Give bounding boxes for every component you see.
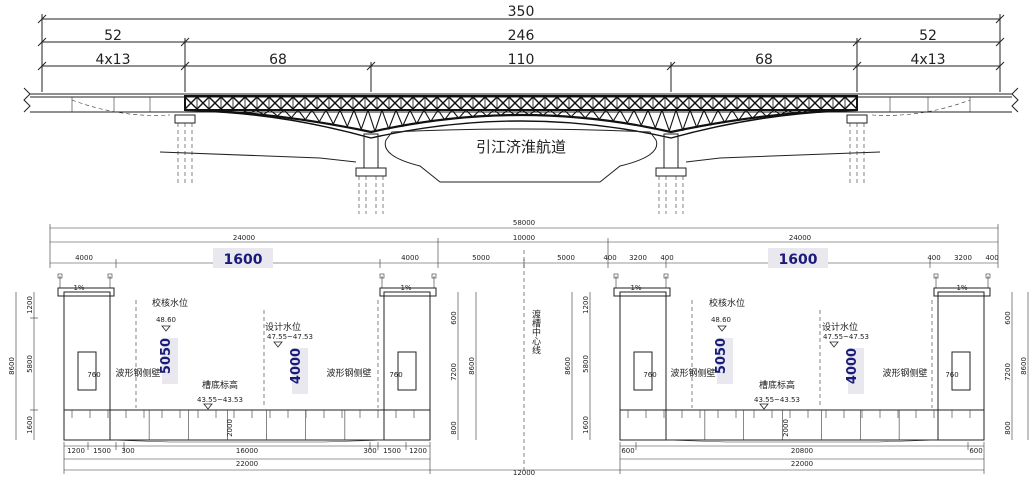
check-level-value: 48.60 <box>156 316 176 324</box>
trough-width-right: 24000 <box>789 234 811 242</box>
lb-seg-300-b: 300 <box>363 447 376 455</box>
bottom-level-value-right: 43.55~43.53 <box>754 396 800 404</box>
edge-offset-left-inner: 4000 <box>401 254 419 262</box>
height-1200-mid-b: 1200 <box>582 296 590 314</box>
height-1600-left: 1600 <box>26 416 34 434</box>
lb-total: 22000 <box>236 460 258 468</box>
design-level-label-right: 设计水位 <box>822 321 858 333</box>
span-68-left: 68 <box>269 52 287 68</box>
bottom-gap: 12000 <box>513 469 535 477</box>
span-main: 246 <box>508 28 535 44</box>
bottom-dimensions: 1200 1500 300 16000 300 1500 1200 22000 … <box>63 442 985 477</box>
overall-width: 58000 <box>513 219 535 227</box>
lb-seg-1200-b: 1200 <box>409 447 427 455</box>
height-7200-right: 7200 <box>1004 363 1012 381</box>
right-top-3200-a: 3200 <box>629 254 647 262</box>
slope-left-b: 1% <box>400 284 411 292</box>
design-level-value: 47.55~47.53 <box>267 333 313 341</box>
steel-truss <box>184 96 858 110</box>
height-total-right: 8600 <box>1020 357 1028 375</box>
height-total-mid-a: 8600 <box>468 357 476 375</box>
height-600-mid: 600 <box>450 311 458 324</box>
check-level-label-right: 校核水位 <box>709 297 745 309</box>
span-68-right: 68 <box>755 52 773 68</box>
center-gap: 10000 <box>513 234 535 242</box>
height-dimensions: 8600 1200 5800 1600 8600 600 7200 800 86… <box>8 292 1029 440</box>
edge-offset-left: 4000 <box>75 254 93 262</box>
check-level-label: 校核水位 <box>152 297 188 309</box>
slope-right-b: 1% <box>956 284 967 292</box>
bridge-elevation: 引江济淮航道 <box>23 87 1019 214</box>
height-5800-left: 5800 <box>26 355 34 373</box>
bottom-level-label: 槽底标高 <box>202 379 238 391</box>
dim-2000-right: 2000 <box>782 419 790 437</box>
corrugated-wall-right-a: 波形钢侧壁 <box>670 367 715 379</box>
lb-seg-1500-a: 1500 <box>93 447 111 455</box>
lb-seg-300-a: 300 <box>121 447 134 455</box>
inner-760-a: 760 <box>87 371 100 379</box>
right-top-3200-b: 3200 <box>954 254 972 262</box>
right-section-labels: 校核水位 48.60 设计水位 47.55~47.53 槽底标高 43.55~4… <box>630 284 967 437</box>
corrugated-wall-right-b: 波形钢侧壁 <box>882 367 927 379</box>
corrugated-wall-left-b: 波形钢侧壁 <box>326 367 371 379</box>
right-top-400-a: 400 <box>603 254 616 262</box>
rb-seg-600-a: 600 <box>621 447 634 455</box>
inner-760-c: 760 <box>643 371 656 379</box>
corrugated-wall-left-a: 波形钢侧壁 <box>115 367 160 379</box>
box-height-left: 1600 <box>224 252 263 268</box>
height-1600-mid-b: 1600 <box>582 416 590 434</box>
span-right-approach: 52 <box>919 28 937 44</box>
box-height-right: 1600 <box>779 252 818 268</box>
waterway-label: 引江济淮航道 <box>476 138 566 156</box>
right-top-400-d: 400 <box>985 254 998 262</box>
cross-section-right <box>613 273 991 443</box>
depth-4000-left: 4000 <box>289 348 304 384</box>
height-total-mid-b: 8600 <box>564 357 572 375</box>
bottom-level-value: 43.55~43.53 <box>197 396 243 404</box>
height-800-right: 800 <box>1004 421 1012 434</box>
span-110: 110 <box>508 52 535 68</box>
lb-seg-1500-b: 1500 <box>383 447 401 455</box>
elevation-dimensions: 350 52 246 52 4x13 68 110 68 4x13 <box>37 4 1005 92</box>
lb-seg-1200-a: 1200 <box>67 447 85 455</box>
center-offset-right: 5000 <box>557 254 575 262</box>
span-left-approach: 52 <box>104 28 122 44</box>
dim-2000-left: 2000 <box>226 419 234 437</box>
height-800-mid: 800 <box>450 421 458 434</box>
height-total-left: 8600 <box>8 357 16 375</box>
height-1200-left: 1200 <box>26 296 34 314</box>
center-line-label: 渡槽中心线 <box>530 308 541 354</box>
slope-left-a: 1% <box>73 284 84 292</box>
total-length: 350 <box>508 4 535 20</box>
span-left-4x13: 4x13 <box>95 52 130 68</box>
design-level-label: 设计水位 <box>265 321 301 333</box>
height-7200-mid: 7200 <box>450 363 458 381</box>
left-section-labels: 校核水位 48.60 设计水位 47.55~47.53 槽底标高 43.55~4… <box>73 284 411 437</box>
inner-760-b: 760 <box>389 371 402 379</box>
cross-section-left <box>57 273 437 443</box>
section-dimensions: 58000 24000 10000 24000 4000 4000 5000 5… <box>49 219 999 268</box>
rb-seg-20800: 20800 <box>791 447 813 455</box>
trough-width-left: 24000 <box>233 234 255 242</box>
design-level-value-right: 47.55~47.53 <box>823 333 869 341</box>
bottom-level-label-right: 槽底标高 <box>759 379 795 391</box>
inner-760-d: 760 <box>945 371 958 379</box>
right-top-400-c: 400 <box>927 254 940 262</box>
lb-seg-16000: 16000 <box>236 447 258 455</box>
depth-5050-right: 5050 <box>714 338 729 374</box>
rb-total: 22000 <box>791 460 813 468</box>
rb-seg-600-b: 600 <box>969 447 982 455</box>
depth-4000-right: 4000 <box>845 348 860 384</box>
slope-right-a: 1% <box>630 284 641 292</box>
height-5800-mid-b: 5800 <box>582 355 590 373</box>
center-offset-left: 5000 <box>472 254 490 262</box>
height-600-right: 600 <box>1004 311 1012 324</box>
right-top-400-b: 400 <box>660 254 673 262</box>
depth-5050-left: 5050 <box>159 338 174 374</box>
check-level-value-right: 48.60 <box>711 316 731 324</box>
span-right-4x13: 4x13 <box>910 52 945 68</box>
